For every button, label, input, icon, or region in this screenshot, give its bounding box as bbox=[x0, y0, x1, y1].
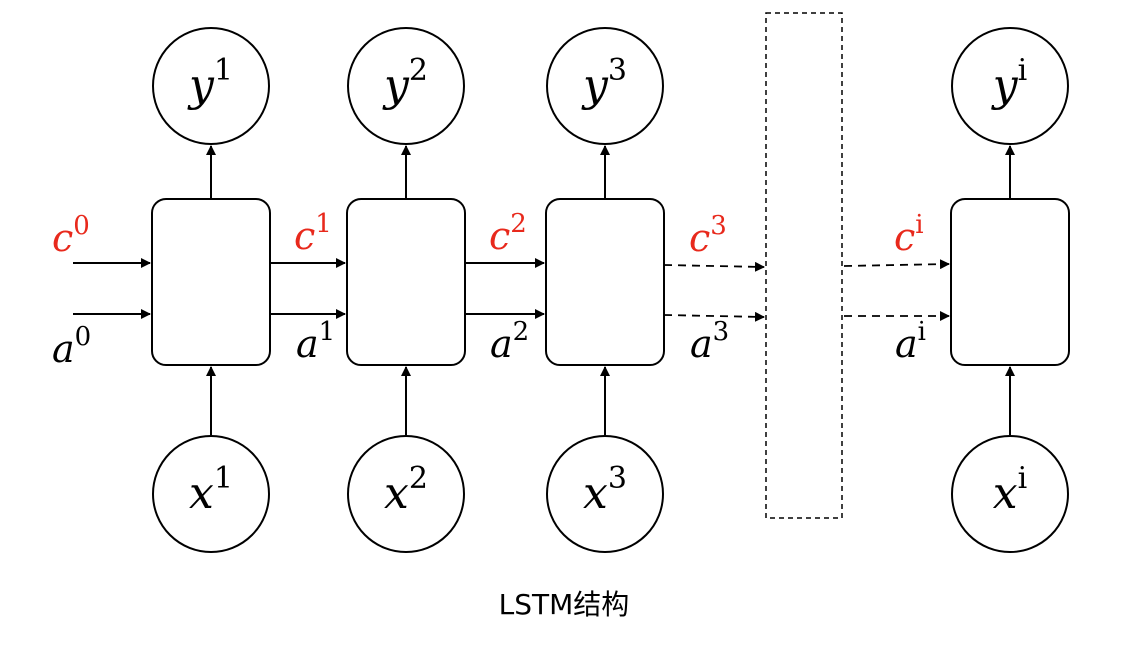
output-label-i: yi bbox=[991, 53, 1027, 111]
input-node-2 bbox=[347, 435, 465, 553]
lstm-cell-2 bbox=[346, 198, 466, 366]
input-label-1: x1 bbox=[189, 461, 233, 519]
cell-state-label-2: c2 bbox=[489, 209, 527, 258]
output-label-2: y2 bbox=[382, 53, 428, 111]
cell-state-arrow-3 bbox=[663, 261, 765, 272]
cell-state-label-1: c1 bbox=[294, 209, 332, 258]
output-node-3 bbox=[546, 27, 664, 145]
cell-state-label-i: ci bbox=[894, 210, 924, 259]
input-label-i: xi bbox=[993, 461, 1027, 519]
output-label-1: y1 bbox=[187, 53, 233, 111]
lstm-unit-2: y2 x2 bbox=[346, 27, 466, 553]
input-node-i bbox=[951, 435, 1069, 553]
input-label-2: x2 bbox=[384, 461, 428, 519]
output-node-1 bbox=[152, 27, 270, 145]
hidden-state-label-3: a3 bbox=[690, 317, 729, 366]
ellipsis-box bbox=[765, 12, 843, 519]
lstm-cell-1 bbox=[151, 198, 271, 366]
cell-state-label-0: c0 bbox=[52, 211, 90, 260]
cell-state-arrow-i bbox=[843, 259, 950, 270]
lstm-unit-1: y1 x1 bbox=[151, 27, 271, 553]
input-label-3: x3 bbox=[583, 461, 627, 519]
input-node-3 bbox=[546, 435, 664, 553]
hidden-state-arrow-3 bbox=[663, 311, 765, 322]
diagram-caption: LSTM结构 bbox=[499, 588, 630, 621]
output-node-2 bbox=[347, 27, 465, 145]
lstm-cell-i bbox=[950, 198, 1070, 366]
output-label-3: y3 bbox=[581, 53, 627, 111]
output-node-i bbox=[951, 27, 1069, 145]
input-node-1 bbox=[152, 435, 270, 553]
lstm-unit-i: yi xi bbox=[950, 27, 1070, 553]
hidden-state-label-0: a0 bbox=[52, 322, 91, 371]
cell-state-label-3: c3 bbox=[689, 211, 727, 260]
hidden-state-label-i: ai bbox=[895, 317, 926, 366]
hidden-state-label-2: a2 bbox=[490, 317, 529, 366]
hidden-state-label-1: a1 bbox=[296, 317, 335, 366]
lstm-cell-3 bbox=[545, 198, 665, 366]
lstm-unit-3: y3 x3 bbox=[545, 27, 665, 553]
